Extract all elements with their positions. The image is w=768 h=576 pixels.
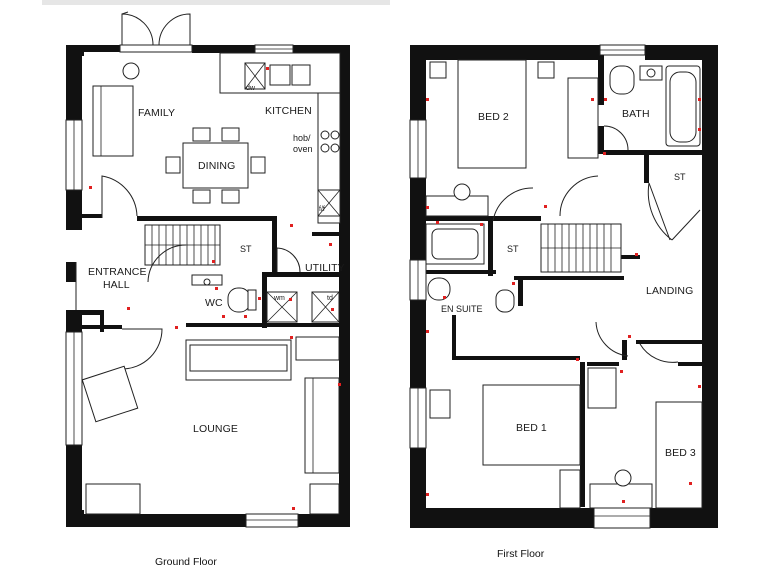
top-bar: [42, 0, 390, 5]
first-floor-caption: First Floor: [497, 548, 545, 560]
first-floor-electrical-points: [426, 98, 701, 503]
store-door-swing: [276, 247, 301, 273]
bath-label: BATH: [622, 108, 650, 120]
bed2-store-label: ST: [507, 244, 519, 254]
lounge-door-swing: [121, 328, 163, 370]
bed1-door-swing: [595, 321, 629, 357]
bed2-label: BED 2: [478, 111, 509, 123]
bath-fixtures: [609, 65, 701, 147]
ground-floor-plan: FAMILY DINING: [65, 11, 350, 568]
dishwasher-label: dw: [246, 85, 256, 92]
washing-machine-label: wm: [273, 295, 285, 302]
family-door-swing: [101, 175, 138, 218]
en-suite-fixtures: [425, 223, 515, 313]
kitchen-label: KITCHEN: [265, 105, 312, 117]
landing-store-door: [647, 182, 673, 241]
entrance-label-1: ENTRANCE: [88, 266, 147, 278]
dining-label: DINING: [198, 160, 235, 172]
first-floor-stairs: [540, 223, 622, 273]
entrance-label-2: HALL: [103, 279, 130, 291]
first-floor-plan: BED 2 BATH ST ST: [409, 44, 718, 560]
bed2-store-door: [492, 187, 534, 222]
ground-floor-walls: [66, 45, 350, 527]
ground-floor-electrical-points: [89, 67, 341, 510]
bed2-door-swing: [559, 175, 599, 217]
bed3-label: BED 3: [665, 447, 696, 459]
utility-label: UTILITY: [305, 262, 345, 274]
french-doors: [119, 11, 193, 53]
bed2-furniture: [425, 59, 599, 217]
wc-fixtures: [191, 274, 257, 313]
kitchen-units: [219, 52, 341, 224]
landing-store-label: ST: [674, 172, 686, 182]
wc-door-swing: [147, 244, 187, 283]
fridge-freezer-label: f/f: [319, 206, 325, 213]
hob-oven-label-2: oven: [293, 144, 313, 154]
ground-floor-caption: Ground Floor: [155, 556, 217, 568]
bed1-label: BED 1: [516, 422, 547, 434]
family-sofa: [92, 85, 134, 157]
bed3-furniture: [587, 367, 703, 509]
first-floor-windows: [409, 44, 651, 529]
family-plant: [122, 62, 140, 80]
lounge-label: LOUNGE: [193, 423, 238, 435]
dining-table: [165, 127, 266, 204]
bath-door-swing: [603, 125, 629, 151]
landing-label: LANDING: [646, 285, 693, 297]
tumble-dryer-label: td: [327, 295, 333, 302]
hob-oven-label-1: hob/: [293, 133, 311, 143]
family-label: FAMILY: [138, 107, 175, 119]
ground-store-label: ST: [240, 244, 252, 254]
lounge-furniture: [81, 336, 340, 515]
bed1-furniture: [429, 384, 581, 509]
utility-appliances: [266, 291, 340, 323]
first-floor-walls: [410, 45, 718, 528]
ground-floor-windows: [65, 44, 299, 528]
en-suite-label: EN SUITE: [441, 304, 483, 314]
wc-label: WC: [205, 297, 223, 309]
bed3-door-swing: [639, 343, 679, 363]
